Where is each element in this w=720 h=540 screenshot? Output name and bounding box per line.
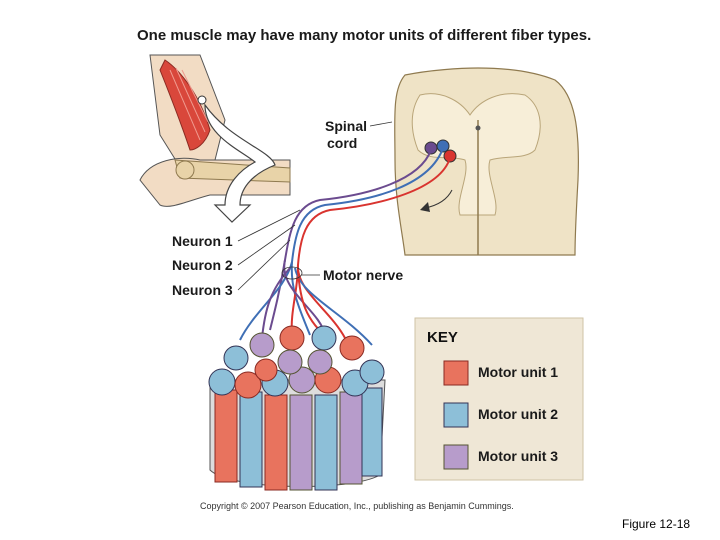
neuron-3-label: Neuron 3 <box>172 282 233 298</box>
spinal-cord <box>394 67 579 256</box>
leader-lines <box>237 121 393 291</box>
spinal-cord-label-line2: cord <box>327 135 358 151</box>
muscle-fiber-bundle <box>208 325 386 491</box>
neuron-2-label: Neuron 2 <box>172 257 233 273</box>
key-title: KEY <box>427 329 458 346</box>
spinal-cord-label-line1: Spinal <box>325 118 368 134</box>
key-item-motor-unit-1: Motor unit 1 <box>478 364 559 380</box>
copyright-text: Copyright © 2007 Pearson Education, Inc.… <box>200 501 514 511</box>
key-box <box>414 317 584 481</box>
key-swatch-1 <box>443 360 469 386</box>
key-item-motor-unit-3: Motor unit 3 <box>478 448 559 464</box>
motor-nerve-label: Motor nerve <box>323 267 404 283</box>
key-swatch-3 <box>443 444 469 470</box>
key-item-motor-unit-2: Motor unit 2 <box>478 406 559 422</box>
figure-label: Figure 12-18 <box>622 517 691 531</box>
zoom-arrow <box>204 103 276 223</box>
nerve-fibers <box>239 147 451 346</box>
neuron-1-label: Neuron 1 <box>172 233 233 249</box>
diagram-title: One muscle may have many motor units of … <box>137 27 592 44</box>
key-swatch-2 <box>443 402 469 428</box>
